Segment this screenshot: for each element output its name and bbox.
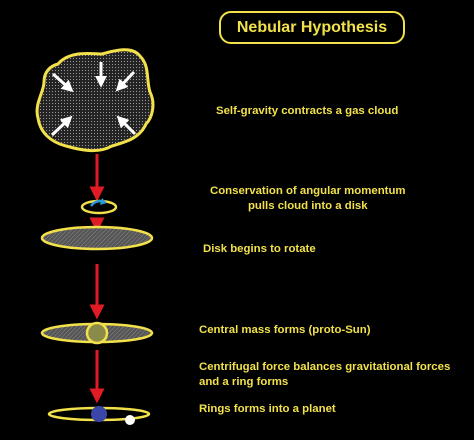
step-4-line-1: Central mass forms (proto-Sun) bbox=[199, 324, 371, 336]
proto-sun bbox=[85, 321, 109, 345]
planet-ring bbox=[47, 406, 151, 425]
step-6-line-1: Rings forms into a planet bbox=[199, 403, 336, 415]
small-disk bbox=[80, 198, 118, 215]
step-5-line-2: and a ring forms bbox=[199, 376, 289, 388]
moon bbox=[125, 415, 135, 425]
gas-cloud bbox=[35, 48, 155, 153]
step-5-line-1: Centrifugal force balances gravitational… bbox=[199, 361, 451, 373]
step-2-line-2: pulls cloud into a disk bbox=[247, 200, 368, 212]
title-box: Nebular Hypothesis bbox=[219, 11, 405, 44]
contraction-arrows bbox=[50, 62, 137, 137]
step-1-line-1: Self-gravity contracts a gas cloud bbox=[216, 105, 399, 117]
step-2-label: Conservation of angular momentum pulls c… bbox=[210, 184, 406, 214]
step-1-label: Self-gravity contracts a gas cloud bbox=[216, 104, 398, 119]
rotating-disk bbox=[40, 225, 154, 251]
planet bbox=[91, 406, 107, 422]
step-3-label: Disk begins to rotate bbox=[203, 242, 316, 257]
step-5-label: Centrifugal force balances gravitational… bbox=[199, 360, 450, 390]
step-3-line-1: Disk begins to rotate bbox=[203, 243, 316, 255]
diagram-title: Nebular Hypothesis bbox=[236, 18, 388, 36]
step-4-label: Central mass forms (proto-Sun) bbox=[199, 323, 371, 338]
step-6-label: Rings forms into a planet bbox=[199, 402, 336, 417]
proto-sun-disk bbox=[40, 321, 154, 345]
step-2-line-1: Conservation of angular momentum bbox=[210, 185, 406, 197]
